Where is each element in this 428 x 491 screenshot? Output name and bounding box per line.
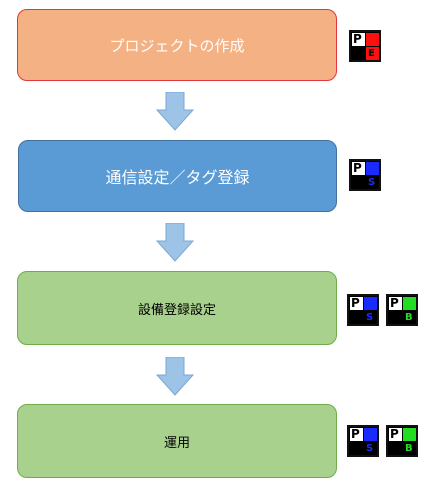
p-e-app-icon: P E — [349, 30, 381, 62]
step-operation: 運用 — [17, 404, 337, 478]
flow-arrow-down-icon — [155, 357, 195, 396]
p-b-app-icon: P B — [386, 294, 418, 326]
p-s-app-icon: P S — [347, 294, 379, 326]
step-communication-tag-settings-label: 通信設定／タグ登録 — [105, 168, 250, 187]
step-create-project-label: プロジェクトの作成 — [109, 36, 245, 55]
flow-arrow-down-icon — [155, 223, 195, 262]
step-create-project: プロジェクトの作成 — [17, 9, 337, 81]
p-s-app-icon: P S — [347, 425, 379, 457]
step-communication-tag-settings: 通信設定／タグ登録 — [18, 140, 337, 212]
p-b-app-icon: P B — [386, 425, 418, 457]
step-operation-label: 運用 — [163, 435, 190, 451]
step-equipment-registration: 設備登録設定 — [17, 271, 337, 345]
flow-arrow-down-icon — [155, 92, 195, 131]
step-equipment-registration-label: 設備登録設定 — [137, 302, 216, 318]
p-s-app-icon: P S — [349, 159, 381, 191]
